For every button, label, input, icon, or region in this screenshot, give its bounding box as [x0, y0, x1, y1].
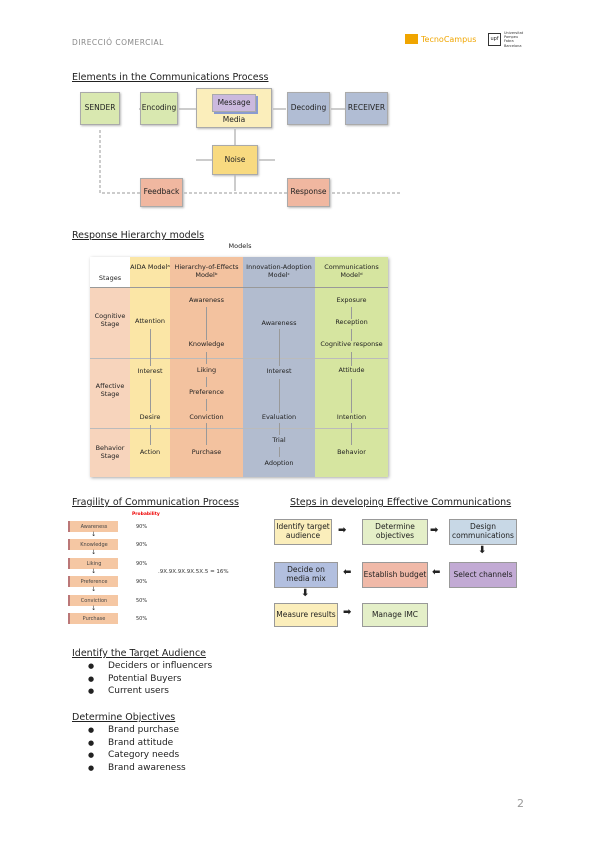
- message-box: Message: [212, 94, 256, 112]
- fragility-step: Knowledge: [68, 539, 118, 550]
- comm-step: Reception: [335, 318, 368, 326]
- probability-value: 50%: [136, 616, 148, 622]
- hoe-step: Knowledge: [188, 340, 225, 348]
- column-header: AIDA Modelᵃ: [130, 263, 170, 271]
- hoe-step: Liking: [196, 366, 217, 374]
- communication-arrows: [99, 108, 400, 194]
- column-header: Innovation-Adoption Modelᶜ: [246, 263, 312, 279]
- step-box: Design communications: [449, 519, 517, 545]
- fragility-formula: .9X.9X.9X.9X.5X.5 = 16%: [158, 569, 229, 575]
- ia-step: Awareness: [261, 319, 297, 327]
- section-title: Identify the Target Audience: [72, 648, 207, 659]
- list-item: Brand attitude: [88, 738, 186, 751]
- response-box: Response: [287, 178, 330, 207]
- section-title: Fragility of Communication Process: [72, 497, 239, 508]
- list-item: Category needs: [88, 750, 186, 763]
- comm-step: Exposure: [336, 296, 367, 304]
- receiver-box: RECEIVER: [345, 92, 388, 125]
- ia-step: Adoption: [264, 459, 294, 467]
- list-item: Current users: [88, 686, 212, 699]
- comm-step: Attitude: [338, 366, 365, 374]
- media-label: Media: [222, 115, 246, 125]
- probability-value: 90%: [136, 542, 148, 548]
- ia-step: Trial: [272, 436, 286, 444]
- stage-label: Behavior Stage: [95, 444, 125, 460]
- hoe-step: Purchase: [191, 448, 222, 456]
- step-box: Manage IMC: [362, 603, 428, 627]
- comm-step: Intention: [336, 413, 367, 421]
- probability-value: 90%: [136, 524, 148, 530]
- models-label: Models: [228, 242, 252, 250]
- section-title: Steps in developing Effective Communicat…: [290, 497, 512, 508]
- feedback-box: Feedback: [140, 178, 183, 207]
- section-title: Determine Objectives: [72, 712, 176, 723]
- aida-step: Interest: [137, 367, 163, 375]
- course-header: DIRECCIÓ COMERCIAL: [72, 38, 164, 47]
- probability-value: 90%: [136, 561, 148, 567]
- step-box: Establish budget: [362, 562, 428, 588]
- probability-label: Probability: [132, 512, 160, 517]
- list-item: Deciders or influencers: [88, 661, 212, 674]
- step-box: Identify target audience: [274, 519, 332, 545]
- hoe-step: Conviction: [189, 413, 224, 421]
- stages-label: Stages: [98, 274, 122, 282]
- step-box: Decide on media mix: [274, 562, 338, 588]
- comm-step: Behavior: [337, 448, 366, 456]
- probability-value: 90%: [136, 579, 148, 585]
- column-header: Hierarchy-of-Effects Modelᵇ: [174, 263, 239, 279]
- hoe-step: Awareness: [189, 296, 224, 304]
- stage-label: Cognitive Stage: [94, 312, 126, 328]
- list-item: Brand awareness: [88, 763, 186, 776]
- noise-box: Noise: [212, 145, 258, 175]
- fragility-step: Conviction: [68, 595, 118, 606]
- decoding-box: Decoding: [287, 92, 330, 125]
- tecnocampus-mark-icon: [405, 34, 418, 44]
- fragility-step: Preference: [68, 576, 118, 587]
- column-header: Communications Modelᵈ: [324, 263, 379, 279]
- tecnocampus-text: TecnoCampus: [421, 34, 477, 44]
- stage-label: Affective Stage: [95, 382, 125, 398]
- encoding-box: Encoding: [140, 92, 178, 125]
- comm-step: Cognitive response: [320, 340, 383, 348]
- aida-step: Attention: [135, 317, 165, 325]
- upf-logo: upf Universitat Pompeu Fabra Barcelona: [488, 31, 526, 48]
- list-item: Brand purchase: [88, 725, 186, 738]
- step-box: Determine objectives: [362, 519, 428, 545]
- fragility-step: Liking: [68, 558, 118, 569]
- sender-box: SENDER: [80, 92, 120, 125]
- step-box: Measure results: [274, 603, 338, 627]
- response-hierarchy-table: Stages AIDA Modelᵃ Hierarchy-of-Effects …: [90, 257, 388, 477]
- fragility-step: Awareness: [68, 521, 118, 532]
- step-box: Select channels: [449, 562, 517, 588]
- hoe-step: Preference: [189, 388, 224, 396]
- section-title: Response Hierarchy models: [72, 230, 205, 241]
- aida-step: Action: [139, 448, 161, 456]
- page-number: 2: [517, 797, 524, 810]
- fragility-step: Purchase: [68, 613, 118, 624]
- target-audience-list: Deciders or influencers Potential Buyers…: [88, 661, 212, 699]
- probability-value: 50%: [136, 598, 148, 604]
- ia-step: Evaluation: [261, 413, 297, 421]
- aida-step: Desire: [139, 413, 161, 421]
- list-item: Potential Buyers: [88, 674, 212, 687]
- tecnocampus-logo: TecnoCampus: [405, 34, 476, 44]
- ia-step: Interest: [266, 367, 292, 375]
- section-title: Elements in the Communications Process: [72, 72, 269, 83]
- objectives-list: Brand purchase Brand attitude Category n…: [88, 725, 186, 776]
